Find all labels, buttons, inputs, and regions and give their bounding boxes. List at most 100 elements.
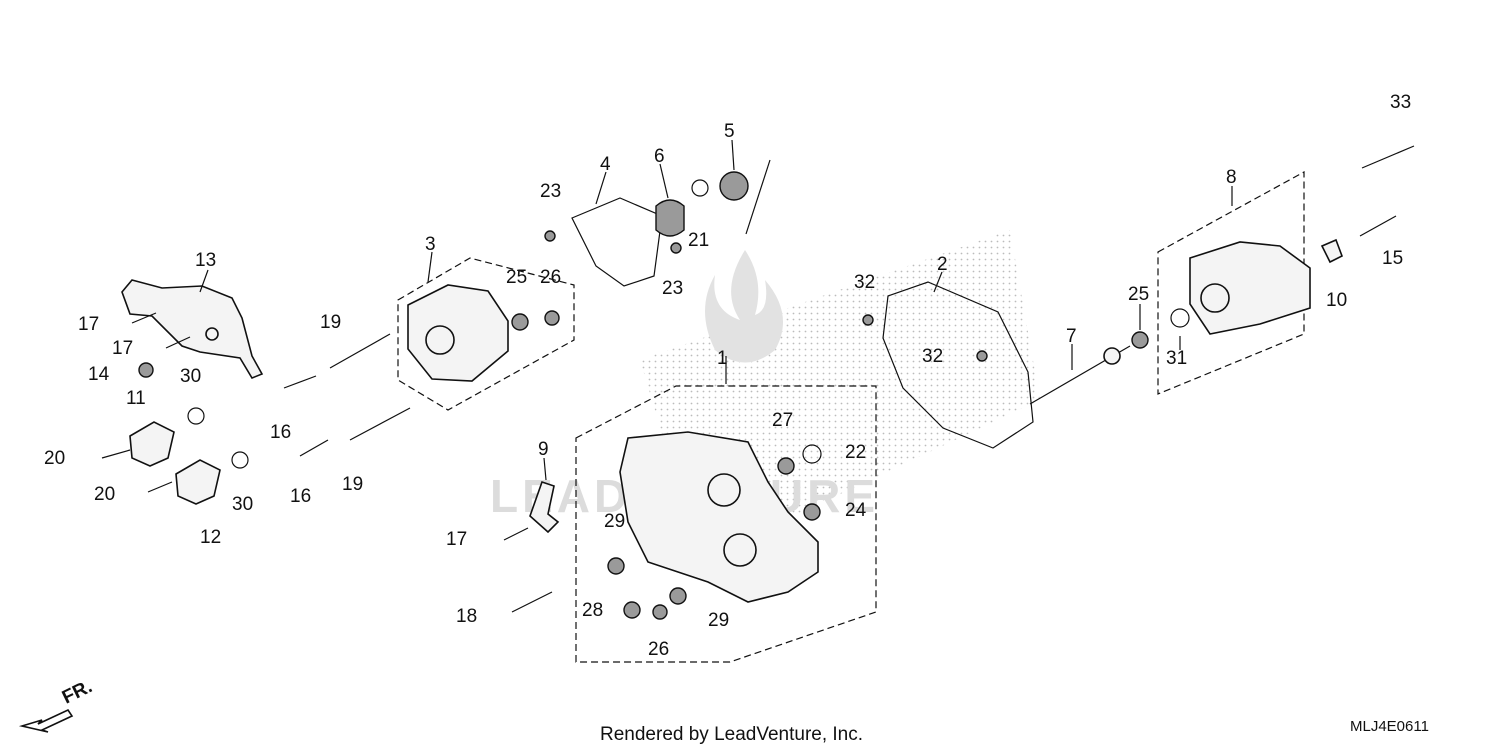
part-30-oring-b [231,451,249,469]
part-11-sensor [129,421,175,467]
callout-33: 33 [1390,92,1411,113]
callout-12: 12 [200,527,221,548]
part-16-bolt-a [283,375,317,389]
part-25-seal-b [1131,331,1149,349]
group-outline-3 [397,257,575,411]
part-20-bolt-a [101,449,131,459]
part-1-bore-upper [707,473,741,507]
callout-30a: 30 [180,366,201,387]
front-indicator: FR. [18,676,96,733]
callout-17c: 17 [446,529,467,550]
callout-32b: 32 [922,346,943,367]
part-14-nut [138,362,154,378]
part-4-gasket [571,197,663,287]
group-outline-1 [575,385,877,663]
part-20-bolt-b [147,481,173,493]
callout-26a: 26 [540,267,561,288]
callout-16b: 16 [290,486,311,507]
part-29-bearing-b [669,587,687,605]
footer-credit: Rendered by LeadVenture, Inc. [600,724,863,745]
watermark-flame-logo [705,250,783,363]
callout-29b: 29 [708,610,729,631]
callout-2: 2 [937,254,948,275]
callout-31: 31 [1166,348,1187,369]
part-31-oring [1170,308,1190,328]
part-30-oring-a [187,407,205,425]
part-3-bore [425,325,455,355]
callout-labels: 1 2 3 4 5 6 7 8 9 10 11 12 13 14 15 16 1… [44,92,1411,660]
callout-24: 24 [845,500,867,521]
callout-10: 10 [1326,290,1347,311]
part-21-washer [691,179,709,197]
part-17-bolt-a [131,312,157,324]
callout-25b: 25 [1128,284,1149,305]
part-1-case [619,431,819,603]
part-32-dowel-b [976,350,988,362]
callout-7: 7 [1066,326,1077,347]
callout-27: 27 [772,410,793,431]
part-17-bolt-c [503,527,529,541]
callout-22: 22 [845,442,866,463]
callout-25a: 25 [506,267,527,288]
part-10-clip [1320,238,1344,264]
callout-4: 4 [600,154,611,175]
callout-15: 15 [1382,248,1403,269]
part-13-mount-hole [205,327,219,341]
callout-19a: 19 [320,312,341,333]
callout-20a: 20 [44,448,65,469]
callout-20b: 20 [94,484,115,505]
part-9-bracket [529,480,560,534]
part-5-gear [719,171,749,201]
part-15-bolt [1359,215,1397,237]
callout-14: 14 [88,364,110,385]
callout-16a: 16 [270,422,291,443]
callout-26b: 26 [648,639,669,660]
group-outline-8 [1157,170,1305,395]
part-18-bolt [511,591,553,613]
part-19-bolt-b [349,407,411,441]
part-17-bolt-b [165,336,191,349]
part-33-bolt [1361,145,1415,169]
callout-17a: 17 [78,314,99,335]
callout-30b: 30 [232,494,253,515]
part-25-seal-a [511,313,529,331]
callout-17b: 17 [112,338,133,359]
callout-28: 28 [582,600,603,621]
callout-32a: 32 [854,272,875,293]
part-22-oring [802,444,822,464]
diagram-code: MLJ4E0611 [1350,718,1429,735]
front-arrow-icon [18,708,74,733]
callout-11: 11 [126,388,146,409]
callout-21: 21 [688,230,709,251]
front-label: FR. [59,676,96,708]
callout-23b: 23 [662,278,683,299]
callout-18: 18 [456,606,477,627]
callout-19b: 19 [342,474,363,495]
leader-lines [199,139,1233,481]
part-1-bore-lower [723,533,757,567]
callout-8: 8 [1226,167,1237,188]
part-32-dowel-a [862,314,874,326]
part-6-gear [655,199,685,237]
part-19-bolt-a [329,333,391,369]
callout-5: 5 [724,121,735,142]
part-28-seal [623,601,641,619]
part-26-bearing-a [544,310,560,326]
part-3-housing [407,284,509,382]
part-12-sensor [175,459,221,505]
part-23-dowel-b [670,242,682,254]
part-29-bearing-a [607,557,625,575]
part-16-bolt-b [299,439,329,457]
callout-3: 3 [425,234,436,255]
callout-1: 1 [717,348,728,369]
callout-9: 9 [538,439,549,460]
part-27-seal [777,457,795,475]
part-26-bearing-b [652,604,668,620]
callout-29a: 29 [604,511,625,532]
part-7-gear [1103,347,1121,365]
callout-13: 13 [195,250,216,271]
part-13-bracket [121,279,264,379]
callout-6: 6 [654,146,665,167]
